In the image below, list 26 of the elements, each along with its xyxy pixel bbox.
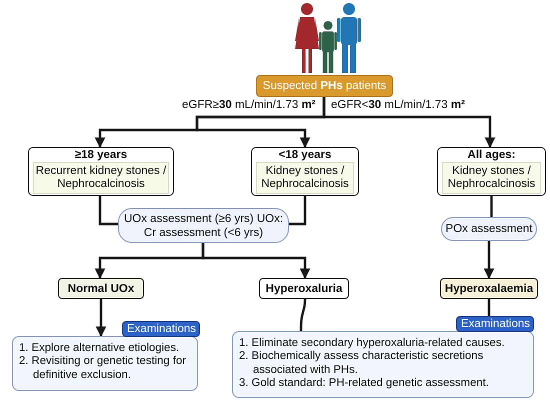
list-item: 2. Revisiting or genetic testing for definitive exclusion. <box>19 355 188 382</box>
result-box: Hyperoxalaemia <box>440 278 538 299</box>
connector-arrow <box>484 241 494 280</box>
examinations-tab: Examinations <box>122 321 200 337</box>
symptom-text: Kidney stones / Nephrocalcinosis <box>442 162 541 194</box>
connector-arrow <box>322 97 496 148</box>
connector-arrow <box>96 299 106 338</box>
symptom-text: Kidney stones / Nephrocalcinosis <box>256 162 354 194</box>
group-heading: <18 years <box>278 149 332 162</box>
connector-arrow <box>202 243 310 280</box>
group-box <box>28 147 174 196</box>
list-item: 2. Biochemically assess characteristic secretions associated with PHs. <box>239 350 484 377</box>
list-item: 1. Eliminate secondary hyperoxaluria-related causes. <box>239 337 506 350</box>
list-item: 1. Explore alternative etiologies. <box>19 342 180 356</box>
examinations-tab: Examinations <box>456 316 534 332</box>
result-box: Normal UOx <box>58 278 144 299</box>
patient-label: Suspected PHs patients <box>262 80 386 92</box>
group-box <box>437 147 546 196</box>
connector-arrow <box>289 196 306 226</box>
group-heading: ≥18 years <box>74 149 128 162</box>
symptom-text: Recurrent kidney stones / Nephrocalcinosis <box>33 162 169 194</box>
result-box: Hyperoxaluria <box>259 278 349 299</box>
group-box <box>251 147 359 196</box>
connector-arrow <box>98 196 118 226</box>
list-item: 3. Gold standard: PH-related genetic assessment. <box>239 376 490 390</box>
group-heading: All ages: <box>466 149 516 162</box>
